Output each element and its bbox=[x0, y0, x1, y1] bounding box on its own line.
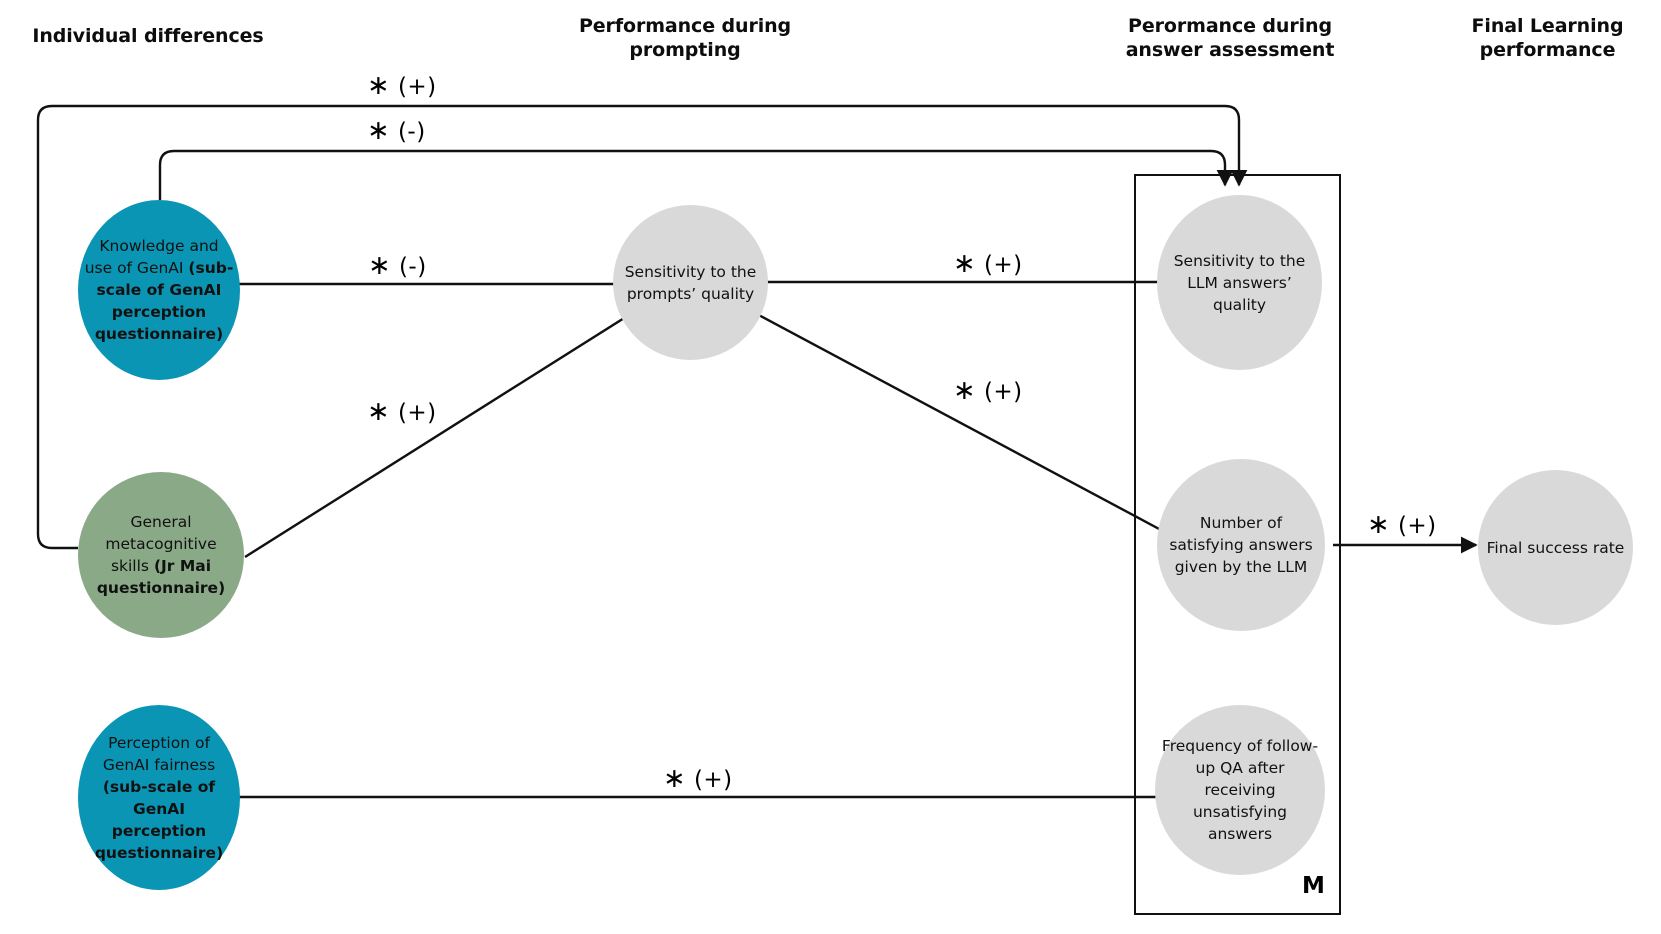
node-perception-genai-fairness-text: Perception of GenAI fairness (sub-scale … bbox=[78, 732, 240, 864]
node-sensitivity-llm-answers-quality-text: Sensitivity to the LLM answers’ quality bbox=[1173, 251, 1306, 314]
node-perception-genai-fairness-bold: (sub-scale of GenAI perception questionn… bbox=[94, 777, 224, 862]
edge-label-metacognitive-to-llm-answers: ∗ (+) bbox=[367, 72, 437, 100]
node-general-metacognitive-skills-text: General metacognitive skills (Jr Mai que… bbox=[78, 511, 244, 599]
edge-sign: (+) bbox=[1397, 513, 1437, 539]
column-header-individual-differences: Individual differences bbox=[32, 25, 264, 47]
significance-star-icon: ∗ bbox=[663, 763, 687, 794]
node-number-satisfying-answers-text: Number of satisfying answers given by th… bbox=[1169, 514, 1313, 576]
edge-path-knowledge-to-llm-answers bbox=[158, 149, 1234, 200]
significance-star-icon: ∗ bbox=[367, 70, 391, 101]
edge-label-prompts-to-satisfying-answers: ∗ (+) bbox=[953, 377, 1023, 405]
column-header-final-learning-performance: Final Learning performance bbox=[1471, 15, 1624, 62]
edge-sign: (-) bbox=[397, 119, 426, 145]
significance-star-icon: ∗ bbox=[368, 250, 392, 281]
significance-star-icon: ∗ bbox=[367, 396, 391, 427]
edge-label-prompts-to-llm-answers: ∗ (+) bbox=[953, 250, 1023, 278]
edge-sign: (+) bbox=[983, 379, 1023, 405]
significance-star-icon: ∗ bbox=[953, 248, 977, 279]
node-perception-genai-fairness[interactable]: Perception of GenAI fairness (sub-scale … bbox=[78, 705, 240, 890]
node-sensitivity-prompts-quality[interactable]: Sensitivity to the prompts’ quality bbox=[613, 205, 768, 360]
edge-label-fairness-to-followup: ∗ (+) bbox=[663, 765, 733, 793]
edge-sign: (-) bbox=[398, 254, 427, 280]
edge-label-satisfying-to-final-success: ∗ (+) bbox=[1367, 511, 1437, 539]
node-knowledge-use-genai-bold: (sub-scale of GenAI perception questionn… bbox=[94, 259, 234, 343]
edge-sign: (+) bbox=[397, 74, 437, 100]
significance-star-icon: ∗ bbox=[367, 115, 391, 146]
node-general-metacognitive-skills[interactable]: General metacognitive skills (Jr Mai que… bbox=[78, 472, 244, 638]
node-number-satisfying-answers[interactable]: Number of satisfying answers given by th… bbox=[1157, 459, 1325, 631]
node-perception-genai-fairness-plain: Perception of GenAI fairness bbox=[102, 733, 216, 774]
node-final-success-rate[interactable]: Final success rate bbox=[1478, 470, 1633, 625]
edge-path-prompts-to-satisfying-answers bbox=[754, 311, 1178, 540]
moderator-label: M bbox=[1302, 873, 1325, 899]
node-general-metacognitive-skills-plain: General metacognitive skills bbox=[105, 513, 217, 575]
edge-label-metacognitive-to-prompts: ∗ (+) bbox=[367, 398, 437, 426]
significance-star-icon: ∗ bbox=[953, 375, 977, 406]
node-knowledge-use-genai[interactable]: Knowledge and use of GenAI (sub-scale of… bbox=[78, 200, 240, 380]
node-general-metacognitive-skills-bold: (Jr Mai questionnaire) bbox=[96, 557, 226, 597]
edge-sign: (+) bbox=[397, 400, 437, 426]
node-final-success-rate-text: Final success rate bbox=[1486, 538, 1625, 557]
node-sensitivity-prompts-quality-text: Sensitivity to the prompts’ quality bbox=[624, 262, 757, 303]
edge-sign: (+) bbox=[983, 252, 1023, 278]
node-knowledge-use-genai-plain: Knowledge and use of GenAI bbox=[84, 237, 219, 277]
node-frequency-followup-qa[interactable]: Frequency of follow-up QA after receivin… bbox=[1155, 705, 1325, 875]
moderator-box bbox=[1134, 174, 1341, 915]
column-header-performance-prompting: Performance during prompting bbox=[578, 15, 792, 62]
node-sensitivity-llm-answers-quality[interactable]: Sensitivity to the LLM answers’ quality bbox=[1157, 195, 1322, 370]
edge-sign: (+) bbox=[693, 767, 733, 793]
significance-star-icon: ∗ bbox=[1367, 509, 1391, 540]
edge-label-knowledge-to-llm-answers: ∗ (-) bbox=[367, 117, 426, 145]
column-header-answer-assessment: Perormance during answer assessment bbox=[1125, 15, 1335, 62]
node-knowledge-use-genai-text: Knowledge and use of GenAI (sub-scale of… bbox=[78, 235, 240, 345]
edge-path-metacognitive-to-prompts bbox=[244, 289, 669, 559]
edge-label-knowledge-to-prompts: ∗ (-) bbox=[368, 252, 427, 280]
node-frequency-followup-qa-text: Frequency of follow-up QA after receivin… bbox=[1161, 737, 1319, 843]
